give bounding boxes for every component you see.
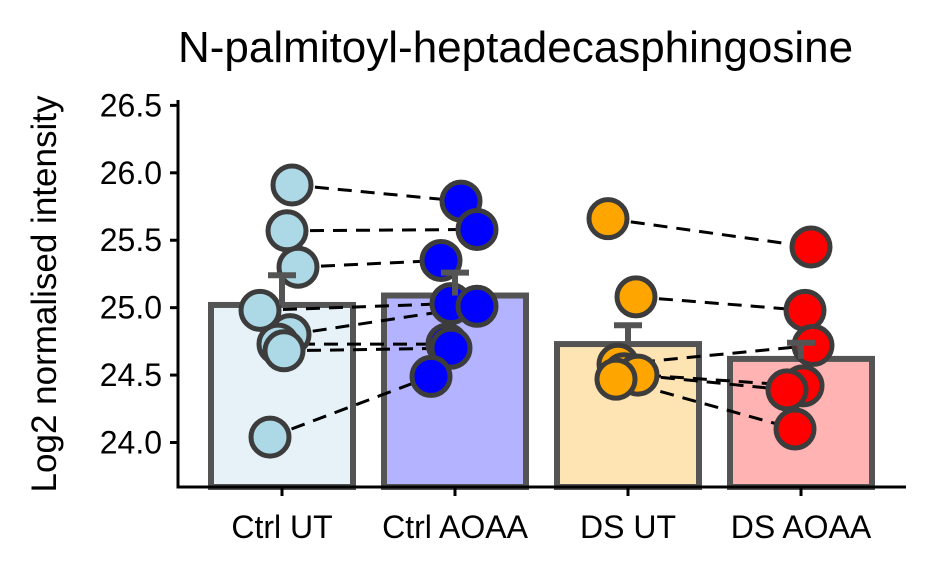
pair-line bbox=[607, 217, 812, 249]
data-point bbox=[789, 225, 833, 269]
error-bar bbox=[441, 269, 469, 296]
data-point bbox=[455, 207, 499, 251]
data-point bbox=[265, 209, 309, 253]
pair-line bbox=[637, 373, 788, 392]
y-axis-label: Log2 normalised intensity bbox=[25, 95, 64, 492]
error-bar bbox=[268, 272, 296, 305]
y-tick-label: 26.0 bbox=[100, 155, 162, 191]
x-tick-label: DS AOAA bbox=[731, 509, 872, 545]
data-point bbox=[248, 415, 292, 459]
error-bars-layer bbox=[268, 269, 815, 359]
data-point bbox=[429, 326, 473, 370]
y-tick-label: 26.5 bbox=[100, 87, 162, 123]
pair-line bbox=[283, 346, 452, 353]
error-bar bbox=[787, 339, 815, 359]
pair-line bbox=[635, 295, 806, 312]
x-ticks-layer: Ctrl UT Ctrl AOAA DS UT DS AOAA bbox=[231, 487, 872, 545]
data-point bbox=[586, 197, 630, 241]
chart-title: N-palmitoyl-heptadecasphingosine bbox=[178, 23, 853, 72]
y-tick-label: 24.5 bbox=[100, 357, 162, 393]
y-tick-label: 25.0 bbox=[100, 290, 162, 326]
pair-line bbox=[269, 375, 432, 439]
pair-line bbox=[286, 227, 478, 233]
pair-line bbox=[259, 302, 452, 312]
data-point bbox=[783, 288, 827, 332]
pair-line bbox=[289, 304, 478, 337]
data-point bbox=[765, 368, 809, 412]
pair-line bbox=[297, 258, 442, 269]
axes-layer bbox=[176, 100, 906, 489]
data-point bbox=[773, 407, 817, 451]
data-point bbox=[409, 354, 453, 398]
points-layer bbox=[238, 163, 835, 459]
x-tick-label: Ctrl AOAA bbox=[382, 509, 528, 545]
data-point bbox=[238, 288, 282, 332]
data-point bbox=[594, 357, 638, 401]
x-tick-label: Ctrl UT bbox=[231, 509, 332, 545]
y-tick-label: 25.5 bbox=[100, 222, 162, 258]
data-point bbox=[614, 275, 658, 319]
pair-line bbox=[291, 183, 462, 203]
data-point bbox=[455, 284, 499, 328]
data-point bbox=[262, 329, 306, 373]
data-point bbox=[270, 163, 314, 207]
y-ticks-layer: 24.0 24.5 25.0 25.5 26.0 26.5 bbox=[100, 87, 178, 461]
error-bar bbox=[614, 322, 642, 345]
x-tick-label: DS UT bbox=[580, 509, 676, 545]
y-tick-label: 24.0 bbox=[100, 425, 162, 461]
